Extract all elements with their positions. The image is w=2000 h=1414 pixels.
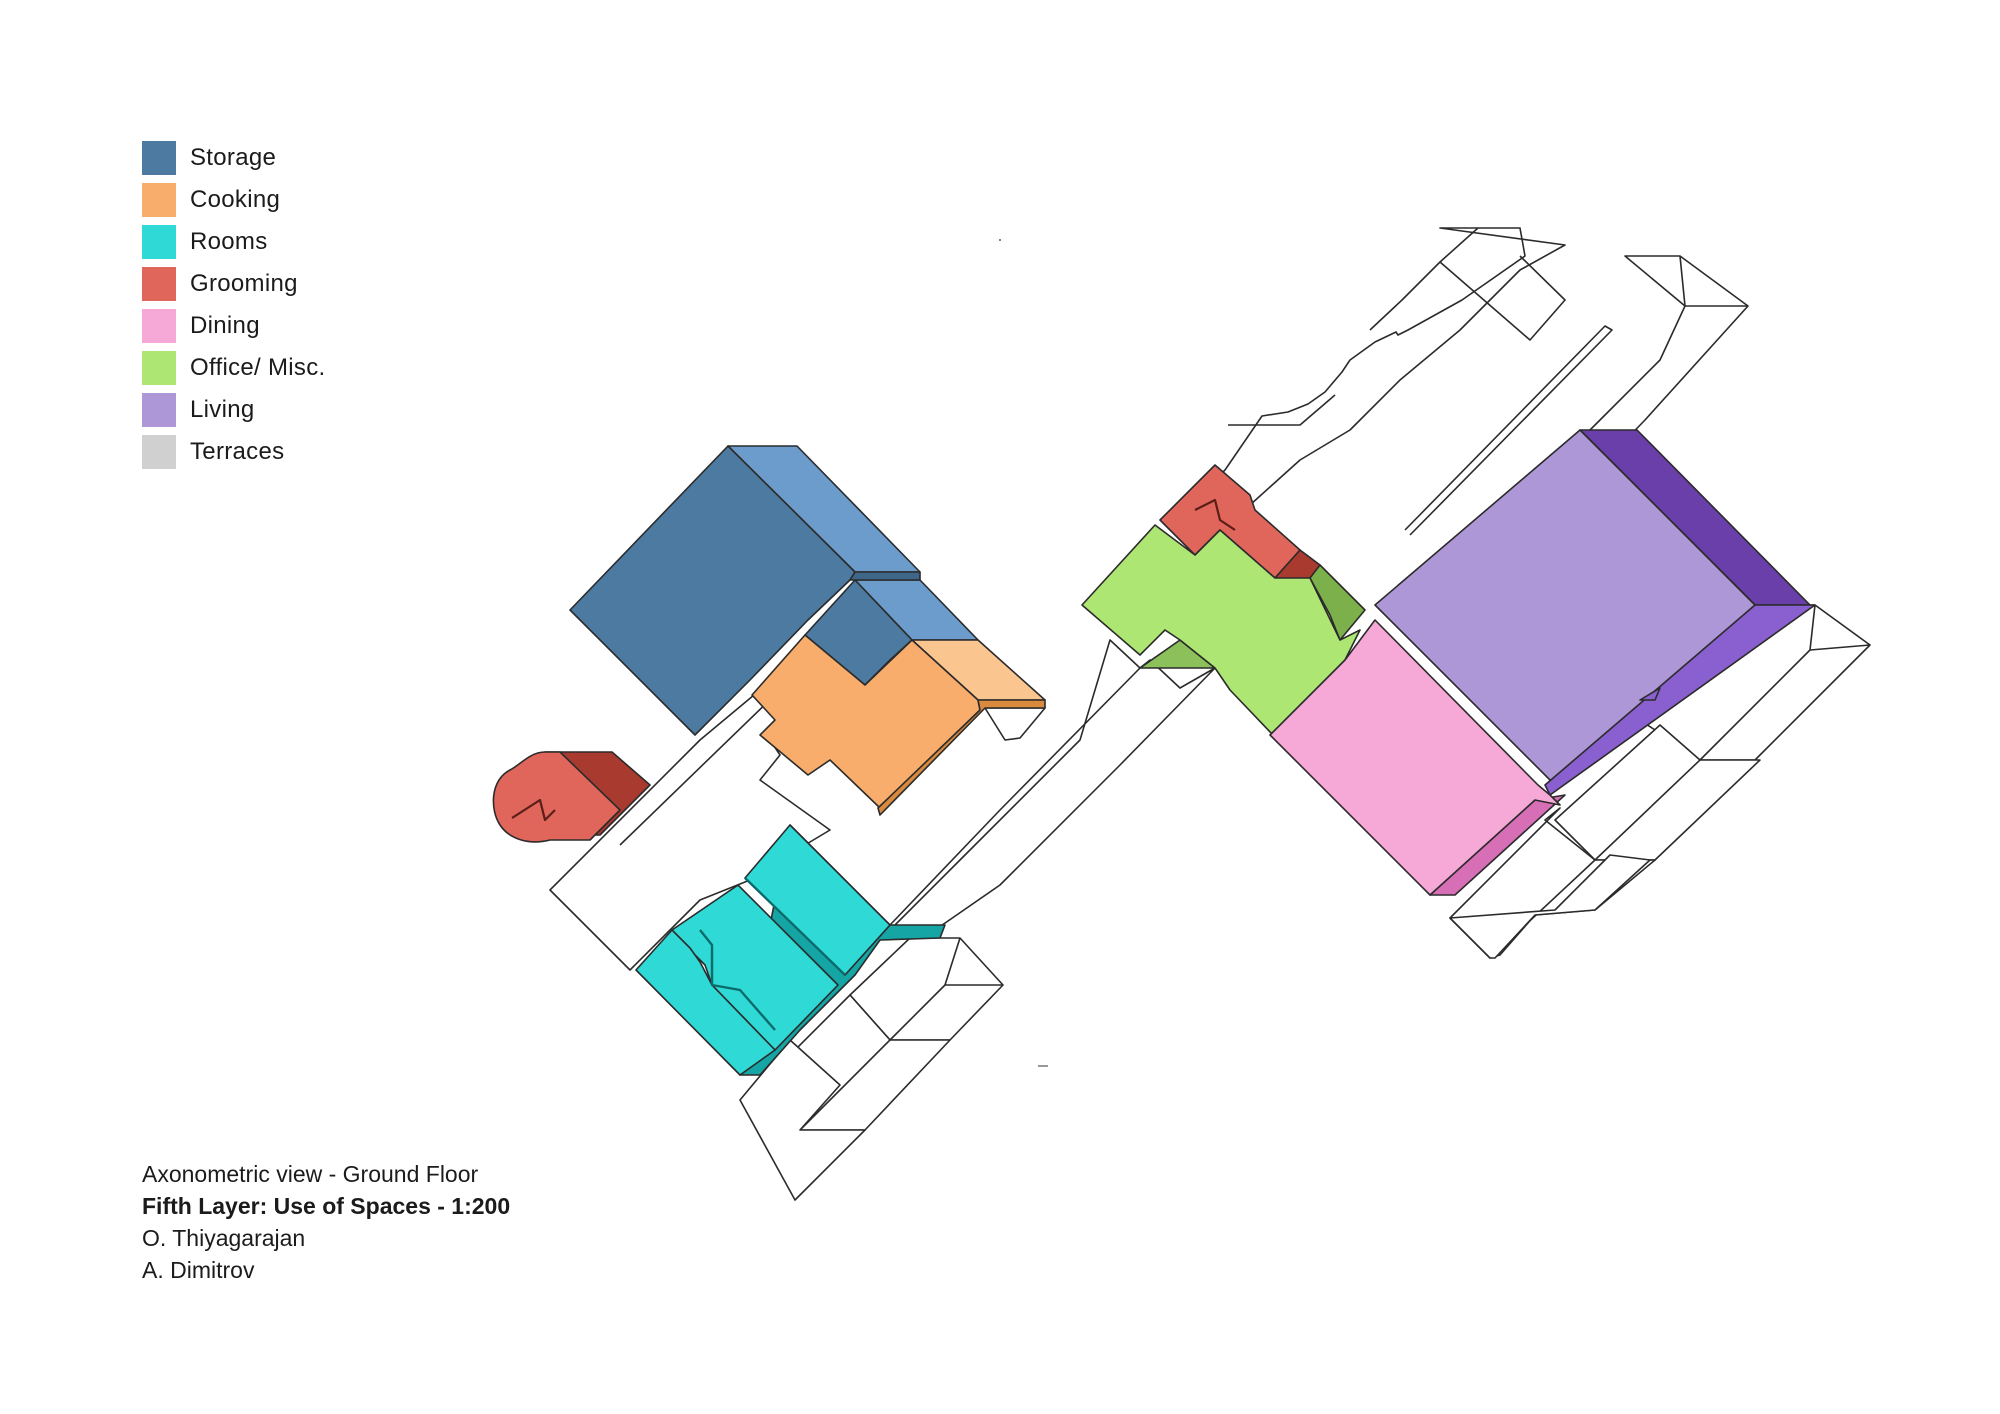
legend-item-dining: Dining <box>142 309 325 343</box>
office-dark <box>1309 564 1366 641</box>
grooming-north-detail <box>1194 498 1236 531</box>
dining-top <box>1269 619 1561 896</box>
legend-label-grooming: Grooming <box>190 270 298 297</box>
caption-view: Axonometric view - Ground Floor <box>142 1161 479 1187</box>
rooms-divider-2 <box>699 929 776 1031</box>
legend-item-terraces: Terraces <box>142 435 325 469</box>
grooming-west-top <box>492 751 621 843</box>
dining-zone <box>1269 619 1566 896</box>
east-corridor-line <box>1404 325 1613 536</box>
caption-layer-title: Fifth Layer: Use of Spaces - 1:200 <box>142 1193 511 1219</box>
legend-item-rooms: Rooms <box>142 225 325 259</box>
rooms-zone <box>635 824 946 1076</box>
south-terrace-block-3 <box>739 1039 866 1201</box>
cooking-zone <box>751 634 1046 816</box>
legend-label-office: Office/ Misc. <box>190 354 326 381</box>
legend-item-cooking: Cooking <box>142 183 325 217</box>
storage-dark-strip <box>849 571 921 581</box>
rooms-south <box>635 929 776 1076</box>
caption-author-2: A. Dimitrov <box>142 1257 255 1283</box>
north-outline-edge-a <box>1369 227 1479 331</box>
north-outline-edge-b <box>1439 255 1566 341</box>
storage-swatch <box>142 141 176 175</box>
rooms-swatch <box>142 225 176 259</box>
east-terrace-divider-2 <box>1809 644 1871 651</box>
dining-swatch <box>142 309 176 343</box>
caption-author-1: O. Thiyagarajan <box>142 1225 306 1251</box>
stray-mark-top <box>999 239 1001 241</box>
legend-label-storage: Storage <box>190 144 277 171</box>
legend-label-living: Living <box>190 396 255 423</box>
southeast-terrace-block-2 <box>1449 854 1651 959</box>
legend-label-cooking: Cooking <box>190 186 281 213</box>
cooking-swatch <box>142 183 176 217</box>
legend-label-terraces: Terraces <box>190 438 285 465</box>
legend-item-storage: Storage <box>142 141 325 175</box>
office-zone <box>1081 524 1366 736</box>
legend-item-living: Living <box>142 393 325 427</box>
legend: Storage Cooking Rooms Grooming Dining Of… <box>142 141 325 469</box>
north-outline-edge-c <box>1228 394 1336 426</box>
rooms-divider-1 <box>744 877 846 976</box>
cooking-annex-outline <box>984 707 1046 741</box>
terraces-swatch <box>142 435 176 469</box>
cooking-dark-edge <box>877 699 1046 816</box>
central-corridor-edge <box>889 667 1141 926</box>
legend-label-dining: Dining <box>190 312 260 339</box>
storage-zone <box>569 445 979 736</box>
office-swatch <box>142 351 176 385</box>
living-strip-1 <box>1639 687 1661 701</box>
east-terrace-divider-3 <box>1594 759 1701 861</box>
west-corridor-edge <box>619 689 781 846</box>
grooming-swatch <box>142 267 176 301</box>
living-swatch <box>142 393 176 427</box>
east-corridor-edge <box>1679 255 1748 307</box>
south-terrace-divider-3 <box>799 1039 891 1131</box>
caption: Axonometric view - Ground Floor Fifth La… <box>142 1158 510 1286</box>
living-zone <box>1374 429 1816 796</box>
grooming-west-detail <box>511 798 556 822</box>
legend-item-grooming: Grooming <box>142 267 325 301</box>
grooming-zone-west <box>492 751 651 843</box>
north-outline-block <box>1184 227 1566 546</box>
legend-label-rooms: Rooms <box>190 228 268 255</box>
legend-item-office: Office/ Misc. <box>142 351 325 385</box>
south-terrace-divider-2 <box>889 984 946 1041</box>
